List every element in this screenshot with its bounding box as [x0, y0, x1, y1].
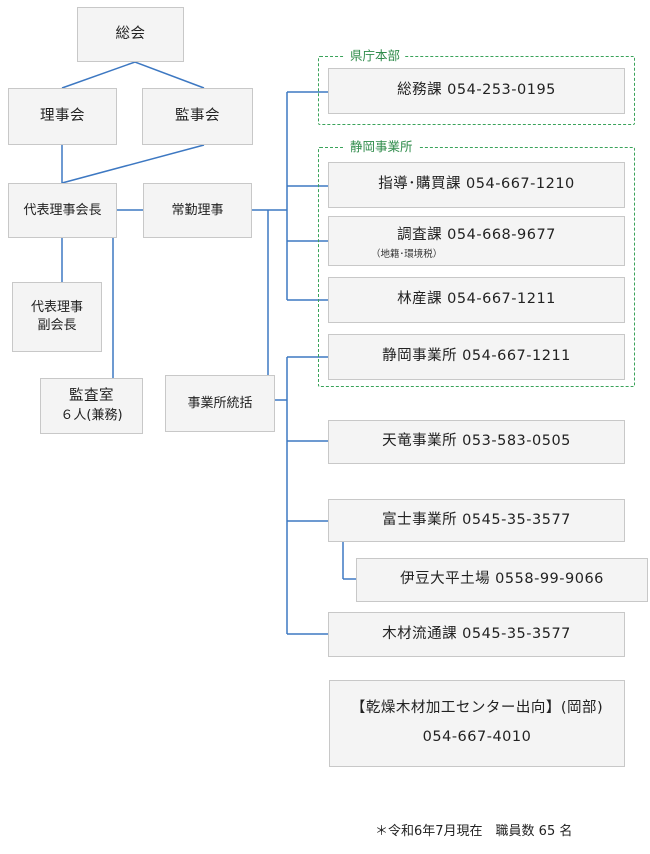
audit-office-staff: ６人(兼務) — [60, 408, 123, 423]
izu-site-label: 伊豆大平土場 0558-99-9066 — [400, 571, 604, 588]
general-affairs-label: 総務課 054-253-0195 — [397, 82, 556, 99]
audit-office-box: 監査室 ６人(兼務) — [40, 378, 143, 434]
guidance-purchasing-box: 指導･購買課 054-667-1210 — [328, 162, 625, 208]
tenryu-office-box: 天竜事業所 053-583-0505 — [328, 420, 625, 464]
vice-chair-line1: 代表理事 — [30, 300, 83, 316]
standing-director-label: 常勤理事 — [171, 202, 224, 218]
tenryu-office-label: 天竜事業所 053-583-0505 — [382, 433, 571, 450]
dispatch-box: 【乾燥木材加工センター出向】(岡部) 054-667-4010 — [329, 680, 625, 767]
line-auditors-to-chair — [61, 144, 205, 184]
timber-distribution-label: 木材流通課 0545-35-3577 — [382, 625, 571, 642]
audit-office-label: 監査室 — [69, 388, 114, 405]
guidance-purchasing-label: 指導･購買課 054-667-1210 — [378, 176, 575, 193]
fuji-office-label: 富士事業所 0545-35-3577 — [382, 511, 571, 528]
vice-chair-line2: 副会長 — [37, 318, 77, 333]
general-affairs-box: 総務課 054-253-0195 — [328, 68, 625, 114]
survey-note: （地籍･環境税） — [371, 249, 443, 260]
survey-label: 調査課 054-668-9677 — [397, 227, 556, 243]
fuji-office-box: 富士事業所 0545-35-3577 — [328, 499, 625, 542]
group-hq: 県庁本部 — [318, 48, 635, 125]
office-supervisor-label: 事業所統括 — [187, 395, 253, 411]
forestry-box: 林産課 054-667-1211 — [328, 277, 625, 323]
izu-site-box: 伊豆大平土場 0558-99-9066 — [356, 558, 648, 602]
line-general-to-boards — [61, 61, 205, 89]
general-meeting-box: 総会 — [77, 7, 184, 62]
representative-chair-box: 代表理事会長 — [8, 183, 117, 238]
group-shizuoka-label: 静岡事業所 — [345, 139, 418, 155]
general-meeting-label: 総会 — [115, 25, 146, 42]
board-directors-box: 理事会 — [8, 88, 117, 145]
dispatch-line2: 054-667-4010 — [422, 729, 532, 745]
forestry-label: 林産課 054-667-1211 — [397, 291, 556, 308]
board-directors-label: 理事会 — [40, 107, 85, 124]
footer-note: ＊令和6年7月現在 職員数 65 名 — [375, 824, 573, 839]
board-auditors-label: 監事会 — [175, 107, 220, 124]
shizuoka-office-label: 静岡事業所 054-667-1211 — [382, 348, 571, 365]
vice-chair-box: 代表理事 副会長 — [12, 282, 102, 352]
office-supervisor-box: 事業所統括 — [165, 375, 275, 432]
standing-director-box: 常勤理事 — [143, 183, 252, 238]
timber-distribution-box: 木材流通課 0545-35-3577 — [328, 612, 625, 657]
shizuoka-office-box: 静岡事業所 054-667-1211 — [328, 334, 625, 380]
survey-box: 調査課 054-668-9677 （地籍･環境税） — [328, 216, 625, 266]
board-auditors-box: 監事会 — [142, 88, 253, 145]
group-hq-label: 県庁本部 — [345, 48, 406, 64]
group-shizuoka: 静岡事業所 — [318, 139, 635, 387]
representative-chair-label: 代表理事会長 — [23, 202, 102, 218]
dispatch-line1: 【乾燥木材加工センター出向】(岡部) — [350, 700, 604, 717]
